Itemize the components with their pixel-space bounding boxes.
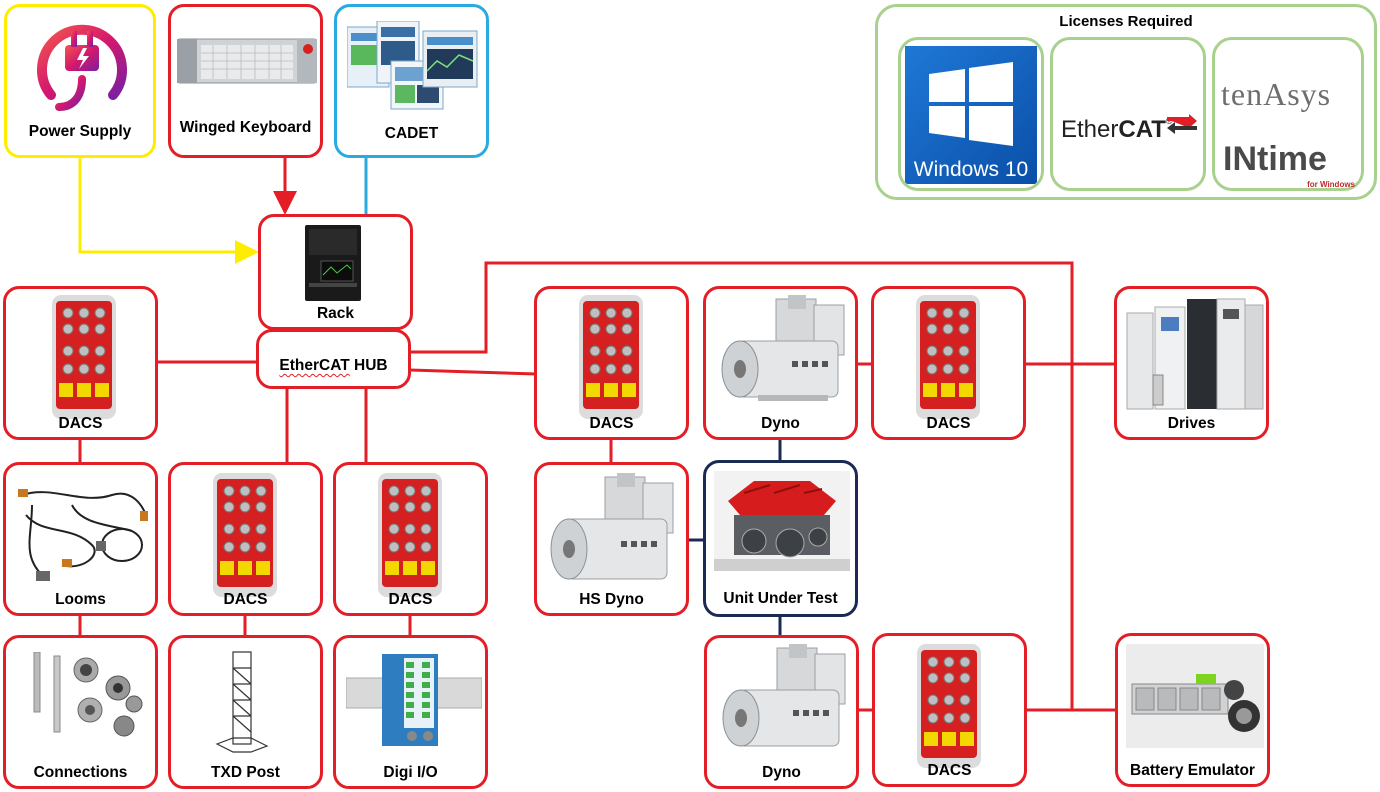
txd-post-icon xyxy=(215,651,269,753)
dacs-node-4[interactable]: DACS xyxy=(534,286,689,440)
unit-under-test-label: Unit Under Test xyxy=(723,590,838,607)
power-supply-label: Power Supply xyxy=(28,123,132,140)
intime-sub: for Windows xyxy=(1307,180,1355,189)
digi-io-icon xyxy=(346,654,482,746)
dacs-label: DACS xyxy=(388,591,433,608)
intime-logo: INtime xyxy=(1223,140,1327,178)
dyno-motor-icon xyxy=(722,644,846,747)
dacs-node-6[interactable]: DACS xyxy=(872,633,1027,787)
dyno-label: Dyno xyxy=(761,415,800,432)
engine-icon xyxy=(714,471,850,571)
drives-label: Drives xyxy=(1167,415,1216,432)
windows-logo-icon: Windows 10 xyxy=(905,46,1037,184)
intime-license: tenAsys INtime for Windows xyxy=(1212,37,1364,191)
unit-under-test-node[interactable]: Unit Under Test xyxy=(703,460,858,617)
power-supply-node[interactable]: Power Supply xyxy=(4,4,156,158)
dacs-node-2[interactable]: DACS xyxy=(168,462,323,616)
battery-chassis-icon xyxy=(1126,644,1264,748)
looms-label: Looms xyxy=(55,591,106,608)
dacs-node-3[interactable]: DACS xyxy=(333,462,488,616)
dacs-node-5[interactable]: DACS xyxy=(871,286,1026,440)
ethercat-hub-label: EtherCAT HUB xyxy=(279,357,388,374)
dacs-module-icon xyxy=(213,473,277,597)
windows-text: Windows 10 xyxy=(913,158,1029,181)
keyboard-icon xyxy=(177,38,317,84)
drives-node[interactable]: Drives xyxy=(1114,286,1269,440)
connections-label: Connections xyxy=(33,764,128,781)
digi-io-node[interactable]: Digi I/O xyxy=(333,635,488,789)
txd-post-node[interactable]: TXD Post xyxy=(168,635,323,789)
drives-cabinet-icon xyxy=(1126,298,1264,410)
dacs-module-icon xyxy=(378,473,442,597)
digi-io-label: Digi I/O xyxy=(383,764,438,781)
dacs-label: DACS xyxy=(926,415,971,432)
rack-icon xyxy=(305,225,361,301)
looms-node[interactable]: Looms xyxy=(3,462,158,616)
dacs-label: DACS xyxy=(58,415,103,432)
hs-dyno-node[interactable]: HS Dyno xyxy=(534,462,689,616)
power-to-rack-line xyxy=(78,158,259,264)
connections-node[interactable]: Connections xyxy=(3,635,158,789)
rack-node[interactable]: Rack xyxy=(258,214,413,330)
dacs-label: DACS xyxy=(223,591,268,608)
battery-emulator-node[interactable]: Battery Emulator xyxy=(1115,633,1270,787)
hub-bus-line xyxy=(410,261,1074,710)
software-screens-icon xyxy=(347,21,478,110)
wire-harness-icon xyxy=(18,489,148,581)
ethercat-license: EtherCAT® xyxy=(1050,37,1206,191)
dacs-node-1[interactable]: DACS xyxy=(3,286,158,440)
licenses-title: Licenses Required xyxy=(1059,13,1193,30)
winged-keyboard-node[interactable]: Winged Keyboard xyxy=(168,4,323,158)
hs-dyno-label: HS Dyno xyxy=(579,591,644,608)
licenses-panel: Licenses Required Windows 10 EtherCAT® t… xyxy=(875,4,1377,200)
dacs-module-icon xyxy=(579,295,643,419)
ethercat-logo: EtherCAT® xyxy=(1061,116,1173,143)
dyno-motor-icon xyxy=(721,295,845,401)
dacs-module-icon xyxy=(916,295,980,419)
ethercat-hub-node[interactable]: EtherCAT HUB xyxy=(256,329,411,389)
txd-post-label: TXD Post xyxy=(211,764,280,781)
dacs-module-icon xyxy=(917,644,981,768)
dyno-node-2[interactable]: Dyno xyxy=(704,635,859,789)
tenasys-logo: tenAsys xyxy=(1221,76,1332,112)
battery-emulator-label: Battery Emulator xyxy=(1130,762,1255,779)
connectors-icon xyxy=(33,652,143,737)
cadet-node[interactable]: CADET xyxy=(334,4,489,158)
dyno-node-1[interactable]: Dyno xyxy=(703,286,858,440)
hub-dacs4-line xyxy=(409,368,537,376)
dacs-label: DACS xyxy=(589,415,634,432)
dacs-label: DACS xyxy=(927,762,972,779)
rack-label: Rack xyxy=(316,305,355,322)
windows-license: Windows 10 xyxy=(898,37,1044,191)
plug-icon xyxy=(37,24,127,111)
dacs-module-icon xyxy=(52,295,116,419)
dyno-label: Dyno xyxy=(762,764,801,781)
winged-keyboard-label: Winged Keyboard xyxy=(179,119,312,136)
ethercat-arrows-icon xyxy=(1167,114,1197,134)
cadet-label: CADET xyxy=(384,125,439,142)
hs-dyno-motor-icon xyxy=(550,473,674,580)
